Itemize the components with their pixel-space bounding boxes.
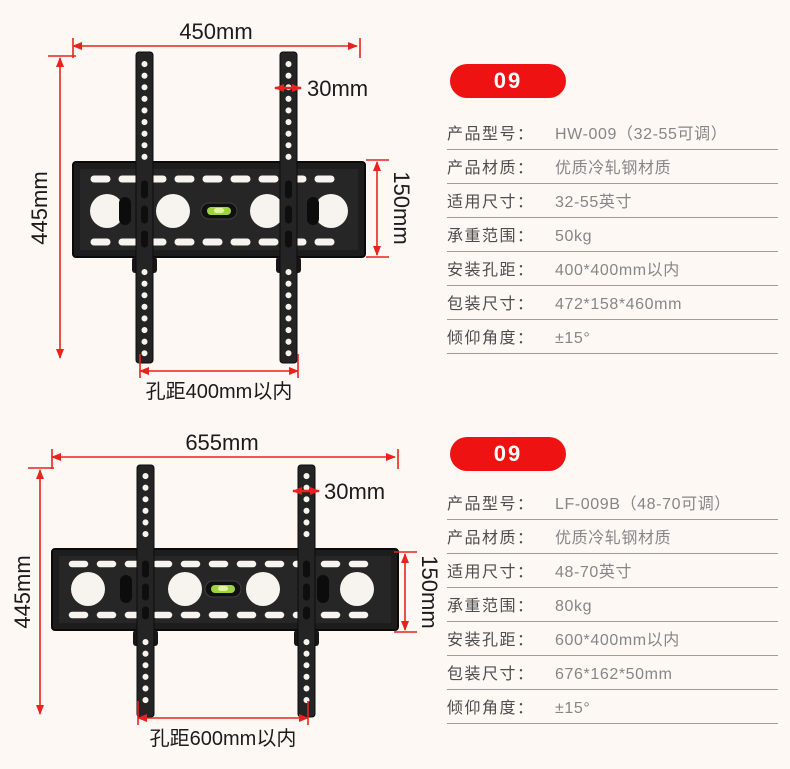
section-badge-1: 09 [450,64,566,98]
spec-row-tilt: 倾仰角度： ±15° [447,690,778,724]
dim-hole-distance-label-1: 孔距400mm以内 [146,380,293,403]
mount-artwork-1 [72,51,366,364]
spec-value: 472*158*460mm [555,296,682,314]
spec-value: 80kg [555,598,593,616]
rail-left-1 [135,51,154,364]
spec-row-load: 承重范围： 80kg [447,588,778,622]
spec-row-material: 产品材质： 优质冷轧钢材质 [447,150,778,184]
spec-value: 400*400mm以内 [555,262,680,280]
wall-mount-diagram-large: 655mm 30mm 445mm 150mm 孔距600mm以内 [10,430,440,750]
dimension-lines-1 [48,38,389,378]
spec-row-size: 适用尺寸： 32-55英寸 [447,184,778,218]
spec-label: 承重范围： [447,598,535,616]
spec-label: 倾仰角度： [447,700,535,718]
spec-row-tilt: 倾仰角度： ±15° [447,320,778,354]
wall-mount-diagram-small: 450mm 30mm 445mm 150mm 孔距400mm以内 [27,19,414,403]
spec-value: HW-009（32-55可调） [555,126,728,144]
bubble-level-icon [200,202,238,220]
spec-label: 倾仰角度： [447,330,535,348]
spec-label: 包装尺寸： [447,666,535,684]
dim-width-label-1: 450mm [179,19,252,44]
rail-right-2 [297,464,316,718]
spec-value: 优质冷轧钢材质 [555,530,672,548]
dim-hole-distance-label-2: 孔距600mm以内 [150,727,297,750]
spec-value: LF-009B（48-70可调） [555,496,731,514]
spec-value: 600*400mm以内 [555,632,680,650]
spec-table-1: 产品型号： HW-009（32-55可调） 产品材质： 优质冷轧钢材质 适用尺寸… [447,116,778,354]
section-badge-2: 09 [450,437,566,471]
spec-value: 676*162*50mm [555,666,673,684]
rail-right-1 [279,51,298,364]
spec-label: 适用尺寸： [447,564,535,582]
dim-rail-width-label-2: 30mm [324,479,385,504]
spec-row-size: 适用尺寸： 48-70英寸 [447,554,778,588]
spec-label: 产品材质： [447,160,535,178]
dim-plate-height-label-2: 150mm [417,555,440,628]
dimension-lines-2 [28,449,417,725]
spec-label: 包装尺寸： [447,296,535,314]
spec-label: 安装孔距： [447,262,535,280]
spec-label: 产品型号： [447,126,535,144]
spec-value: 50kg [555,228,593,246]
mount-artwork-2 [51,464,399,718]
spec-value: ±15° [555,330,591,348]
dim-rail-width-label-1: 30mm [307,76,368,101]
dim-width-label-2: 655mm [185,430,258,455]
spec-row-hole-pitch: 安装孔距： 400*400mm以内 [447,252,778,286]
spec-row-model: 产品型号： LF-009B（48-70可调） [447,486,778,520]
spec-value: 48-70英寸 [555,564,633,582]
spec-value: 32-55英寸 [555,194,633,212]
spec-label: 产品材质： [447,530,535,548]
spec-label: 产品型号： [447,496,535,514]
spec-label: 承重范围： [447,228,535,246]
rail-left-2 [136,464,155,718]
spec-table-2: 产品型号： LF-009B（48-70可调） 产品材质： 优质冷轧钢材质 适用尺… [447,486,778,724]
spec-row-package: 包装尺寸： 472*158*460mm [447,286,778,320]
spec-value: ±15° [555,700,591,718]
spec-label: 安装孔距： [447,632,535,650]
dim-height-label-1: 445mm [27,171,52,244]
spec-row-material: 产品材质： 优质冷轧钢材质 [447,520,778,554]
spec-row-load: 承重范围： 50kg [447,218,778,252]
bubble-level-icon [204,580,242,598]
spec-row-model: 产品型号： HW-009（32-55可调） [447,116,778,150]
spec-label: 适用尺寸： [447,194,535,212]
spec-row-hole-pitch: 安装孔距： 600*400mm以内 [447,622,778,656]
spec-value: 优质冷轧钢材质 [555,160,672,178]
dim-height-label-2: 445mm [10,555,35,628]
spec-row-package: 包装尺寸： 676*162*50mm [447,656,778,690]
dim-plate-height-label-1: 150mm [389,171,414,244]
